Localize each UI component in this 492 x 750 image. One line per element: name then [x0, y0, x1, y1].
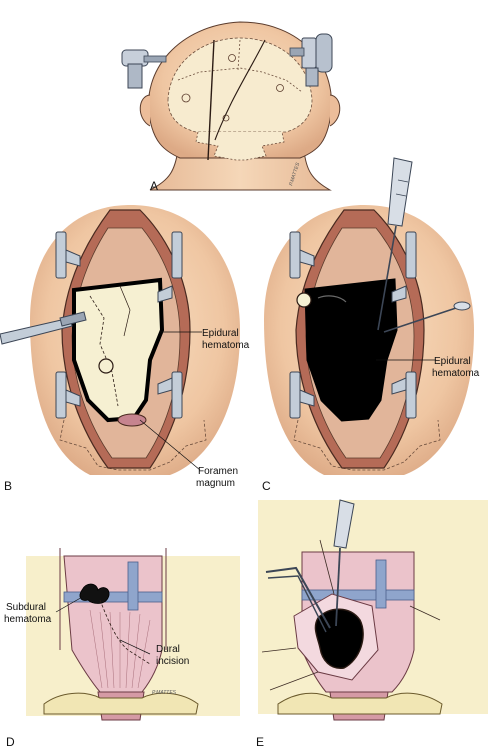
dural-incision [99, 599, 151, 665]
forceps [265, 566, 331, 633]
traction-sutures [261, 539, 441, 691]
panel-letter-d: D [6, 735, 15, 749]
panel-letter-c: C [262, 479, 271, 493]
sagittal-suture [237, 39, 241, 71]
fracture-line [119, 285, 131, 337]
cervical-vertebrae [195, 131, 285, 161]
sagittal-sinus [375, 559, 387, 609]
burr-hole [276, 84, 284, 92]
callout-line-subdural [55, 595, 85, 613]
vertebra [277, 692, 443, 715]
epidural-hematoma-clot [304, 278, 398, 422]
neck [149, 149, 332, 191]
suction-device [377, 157, 413, 331]
cervical-outline [59, 419, 207, 471]
right-retractor [391, 231, 417, 419]
left-retractor [55, 231, 81, 419]
midline-incision [207, 39, 215, 161]
left-pin-holder [121, 49, 167, 89]
subdural-hematoma-clot [79, 583, 110, 604]
fracture-line [89, 295, 119, 407]
cervical-outline [293, 419, 441, 471]
transverse-sinus [301, 589, 415, 601]
artist-signature: P.MATTES [152, 690, 177, 696]
foramen-magnum [117, 413, 147, 427]
sagittal-sinus [127, 561, 139, 611]
left-retractor [289, 231, 315, 419]
burr-hole [98, 358, 114, 374]
panel-letter-e: E [256, 735, 264, 749]
burr-hole [296, 292, 312, 308]
left-ear [139, 94, 151, 127]
elevator-instrument [0, 311, 87, 345]
oblique-incision [214, 39, 266, 141]
burr-hole [228, 54, 236, 62]
burr-hole [181, 93, 191, 103]
callout-line-foramen [139, 419, 201, 471]
transverse-sinus [63, 591, 163, 603]
panel-a: P.MATTES A [121, 21, 341, 193]
clot-highlight [317, 295, 347, 303]
right-ear [329, 94, 341, 127]
vertebra [43, 692, 199, 715]
panel-letter-a: A [150, 179, 158, 193]
epidural-hematoma-rim [72, 277, 165, 423]
panel-letter-b: B [4, 479, 12, 493]
panel-e: E [256, 499, 488, 749]
right-pin-holder [289, 33, 333, 87]
probe-instrument [383, 301, 471, 333]
right-retractor [157, 231, 183, 419]
suction-device [333, 499, 355, 627]
callout-line-dural [119, 639, 151, 655]
